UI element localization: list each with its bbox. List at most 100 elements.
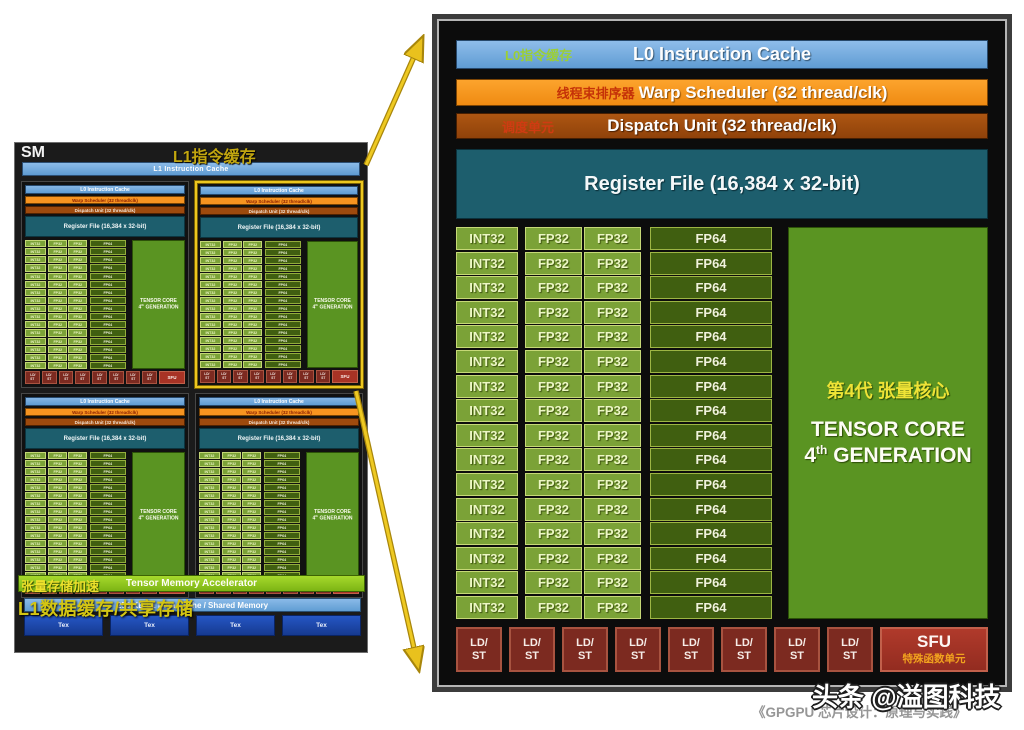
mini-fp32-cell-label: FP32 <box>73 453 82 458</box>
mini-fp32-cell: FP32 <box>48 313 67 321</box>
mini-fp32-cell: FP32 <box>68 256 87 264</box>
mini-int32-cell-label: INT32 <box>205 298 216 303</box>
mini-fp32-cell-label: FP32 <box>228 274 237 279</box>
fp32-cell: FP32 <box>525 522 582 546</box>
int32-cell-label: INT32 <box>469 501 505 517</box>
mini-fp32-cell-label: FP32 <box>227 565 236 570</box>
fp32-cell: FP32 <box>525 571 582 595</box>
mini-int32-cell-label: INT32 <box>30 241 41 246</box>
mini-fp64-cell-label: FP64 <box>103 322 113 328</box>
mini-warp-scheduler-bar-label: Warp Scheduler (32 thread/clk) <box>72 197 138 203</box>
mini-fp32-cell-label: FP32 <box>53 355 62 360</box>
fp32-cell: FP32 <box>525 251 582 275</box>
mini-ldst-label-line2: ST <box>304 375 309 380</box>
mini-int32-cell: INT32 <box>199 452 220 459</box>
mini-fp32-cell-label: FP32 <box>53 330 62 336</box>
mini-fp64-cell-label: FP64 <box>103 306 113 311</box>
mini-fp32-cell-label: FP32 <box>53 501 62 506</box>
mini-fp32-cell: FP32 <box>48 353 67 361</box>
mini-fp32-cell-label: FP32 <box>73 485 82 490</box>
sm-overview-panel: SM L1 Instruction Cache L1指令缓存 L0 Instru… <box>14 142 368 653</box>
mini-fp32-cell: FP32 <box>223 257 242 264</box>
mini-ldst-unit: LD/ST <box>92 371 107 384</box>
mini-fp64-cell: FP64 <box>90 280 126 288</box>
int32-cell-label: INT32 <box>469 427 505 443</box>
mini-warp-scheduler-bar-label: Warp Scheduler (32 thread/clk) <box>246 409 312 415</box>
fp64-cell: FP64 <box>650 497 772 521</box>
mini-fp32-cell: FP32 <box>68 500 87 507</box>
mini-fp32-cell-label: FP32 <box>53 517 62 522</box>
mini-int32-cell: INT32 <box>200 313 221 320</box>
mini-fp64-cell-label: FP64 <box>277 517 287 522</box>
fp32-cell: FP32 <box>525 472 582 497</box>
mini-fp32-cell-label: FP32 <box>248 274 257 279</box>
fp32-cell-label: FP32 <box>596 575 629 591</box>
mini-fp32-cell-label: FP32 <box>247 493 256 498</box>
mini-fp32-cell: FP32 <box>68 540 87 547</box>
mini-fp32-cell: FP32 <box>68 240 87 248</box>
fp32-cell-label: FP32 <box>596 427 629 443</box>
mini-fp32-cell: FP32 <box>242 524 261 531</box>
fp32-cell-label: FP32 <box>596 255 629 271</box>
mini-fp64-cell-label: FP64 <box>103 314 113 319</box>
mini-register-file-bar-label: Register File (16,384 x 32-bit) <box>237 435 321 442</box>
mini-int32-cell: INT32 <box>200 241 221 248</box>
mini-fp32-cell-label: FP32 <box>248 290 257 295</box>
fp64-cell: FP64 <box>650 276 772 300</box>
fp64-cell-label: FP64 <box>695 575 727 591</box>
mini-fp64-cell: FP64 <box>265 297 301 304</box>
mini-int32-cell: INT32 <box>25 288 46 296</box>
fp32-cell-label: FP32 <box>596 476 629 492</box>
mini-ldst-label-line1: LD/ <box>287 371 293 376</box>
mini-fp64-cell-label: FP64 <box>278 346 288 351</box>
mini-fp32-cell: FP32 <box>68 361 87 369</box>
mini-int32-cell: INT32 <box>25 345 46 353</box>
mini-l0-cache-bar: L0 Instruction Cache <box>25 185 185 194</box>
mini-fp32-cell-label: FP32 <box>73 330 82 336</box>
l1-instruction-cache-label-cn: L1指令缓存 <box>173 149 256 166</box>
mini-fp32-cell: FP32 <box>242 540 261 547</box>
mini-fp32-cell: FP32 <box>48 524 67 531</box>
mini-fp64-cell-label: FP64 <box>277 533 287 538</box>
l0-instruction-cache-label: L0 Instruction Cache <box>632 44 812 64</box>
mini-fp32-cell-label: FP32 <box>53 525 62 530</box>
mini-fp64-cell-label: FP64 <box>278 266 288 271</box>
mini-fp32-cell-label: FP32 <box>247 461 256 466</box>
dispatch-unit-label-cn: 调度单元 <box>502 119 555 135</box>
mini-int32-cell: INT32 <box>200 361 221 368</box>
mini-int32-cell-label: INT32 <box>30 453 41 458</box>
mini-ldst-label-line2: ST <box>30 376 35 381</box>
mini-ldst-label-line2: ST <box>238 375 243 380</box>
mini-int32-cell-label: INT32 <box>205 330 216 335</box>
mini-l0-cache-bar: L0 Instruction Cache <box>25 397 185 406</box>
mini-ldst-label-line1: LD/ <box>46 372 52 377</box>
mini-fp32-cell: FP32 <box>243 257 262 264</box>
mini-int32-cell-label: INT32 <box>30 281 41 287</box>
mini-ldst-label-line2: ST <box>130 376 135 381</box>
mini-l0-cache-bar: L0 Instruction Cache <box>199 397 359 406</box>
mini-dispatch-unit-bar: Dispatch Unit (32 thread/clk) <box>199 418 359 426</box>
mini-ldst-label-line1: LD/ <box>96 372 102 377</box>
fp32-cell: FP32 <box>525 276 582 300</box>
mini-fp64-cell-label: FP64 <box>278 242 288 247</box>
mini-fp64-cell-label: FP64 <box>277 549 287 554</box>
mini-fp32-cell-label: FP32 <box>228 314 237 319</box>
zoom-arrow-top-fill <box>364 41 421 166</box>
mini-fp64-cell-label: FP64 <box>103 509 113 514</box>
mini-fp32-cell: FP32 <box>222 476 241 483</box>
int32-cell: INT32 <box>456 546 518 570</box>
mini-fp32-cell: FP32 <box>222 492 241 499</box>
